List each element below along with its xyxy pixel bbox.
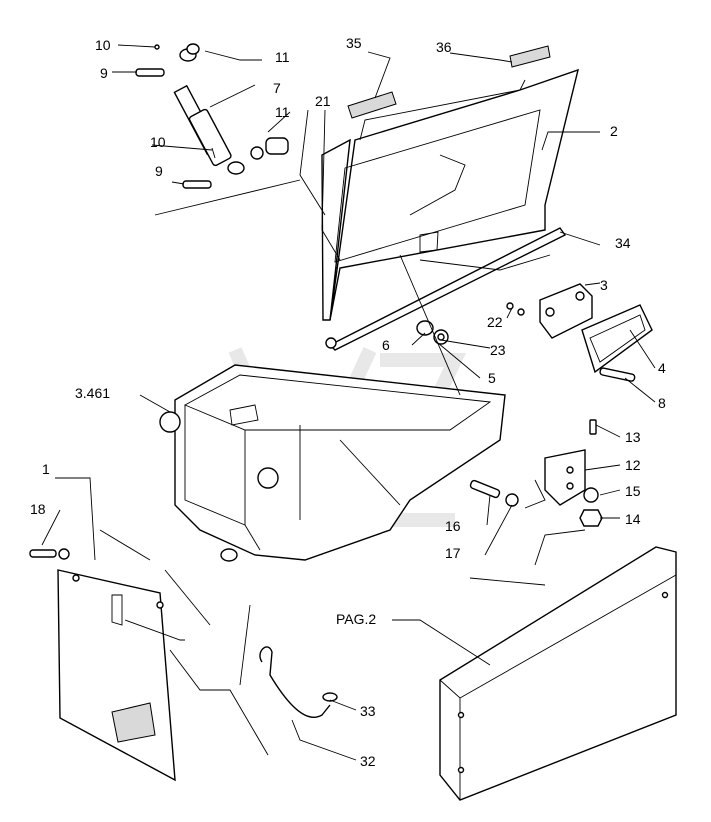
callout-21: 21	[315, 93, 331, 109]
callout-33: 33	[360, 703, 376, 719]
callout-10b: 10	[150, 134, 166, 150]
cab-frame	[159, 364, 506, 562]
seal-strip	[325, 227, 567, 351]
callout-32: 32	[360, 753, 376, 769]
callout-11b: 11	[275, 104, 290, 120]
latch-handle	[539, 283, 653, 382]
leader-lines	[41, 44, 656, 761]
lanyard	[259, 646, 338, 718]
callout-2: 2	[610, 123, 618, 139]
callout-13: 13	[625, 429, 641, 445]
callout-17: 17	[445, 545, 461, 561]
callout-3: 3	[600, 277, 608, 293]
callout-5: 5	[488, 370, 496, 386]
callout-6: 6	[382, 337, 390, 353]
callout-9a: 9	[100, 65, 108, 81]
callout-pag2: PAG.2	[336, 611, 376, 627]
callout-3-461: 3.461	[75, 385, 110, 401]
callout-1: 1	[42, 461, 50, 477]
callout-34: 34	[615, 235, 631, 251]
stickers	[347, 45, 551, 119]
callout-11a: 11	[275, 49, 290, 65]
washers-nuts	[416, 302, 525, 345]
hinge-bracket	[469, 419, 603, 527]
callout-9b: 9	[155, 163, 163, 179]
callout-35: 35	[346, 35, 362, 51]
callout-22: 22	[487, 314, 503, 330]
callout-23: 23	[490, 342, 506, 358]
gas-strut-assembly	[135, 43, 289, 189]
callout-15: 15	[625, 483, 641, 499]
callout-labels: 10 11 9 7 21 11 10 9 35 36 2 34 3 22 6 2…	[30, 35, 666, 769]
callout-10a: 10	[95, 37, 111, 53]
window-frame	[321, 68, 579, 321]
side-panel	[29, 548, 176, 782]
callout-12: 12	[625, 457, 641, 473]
callout-18: 18	[30, 501, 46, 517]
lower-panel	[439, 546, 677, 801]
callout-7: 7	[273, 80, 281, 96]
callout-4: 4	[658, 360, 666, 376]
callout-14: 14	[625, 511, 641, 527]
callout-8: 8	[658, 395, 666, 411]
callout-16: 16	[445, 518, 461, 534]
callout-36: 36	[436, 39, 452, 55]
